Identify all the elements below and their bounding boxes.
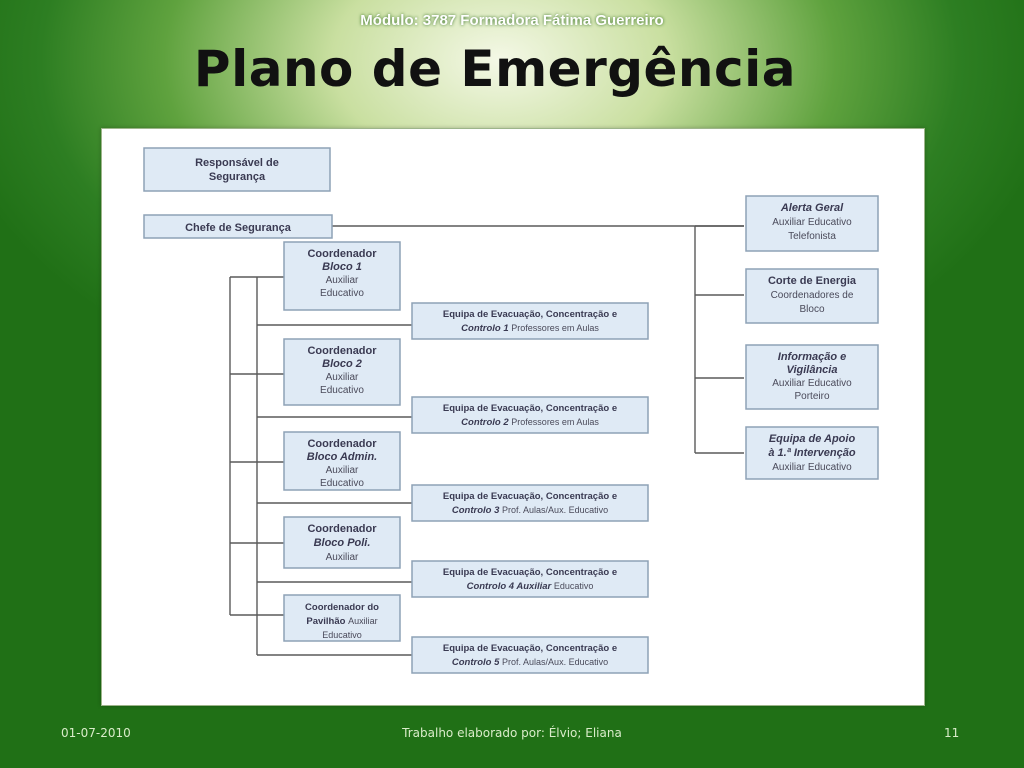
responsavel-line: Segurança: [209, 171, 266, 183]
box-funcao-4-frame: [745, 426, 879, 480]
coordenador-5-line: Educativo: [322, 630, 362, 640]
equipa-line2-part: Prof. Aulas/Aux. Educativo: [502, 657, 608, 667]
page-number: 11: [944, 726, 960, 740]
coordenador-5-line-part: Auxiliar: [348, 616, 378, 626]
box-coordenador-4-frame: [283, 516, 401, 569]
coordenador-1-line: Coordenador: [307, 248, 377, 260]
box-equipa-evacuacao-4-frame: [411, 560, 649, 598]
box-responsavel-seguranca-frame: [143, 147, 331, 192]
coordenador-1-line: Auxiliar: [326, 275, 359, 286]
equipa-line2: Controlo 1 Professores em Aulas: [461, 323, 599, 334]
coordenador-4-line: Bloco Poli.: [314, 537, 371, 549]
equipa-line1: Equipa de Evacuação, Concentração e: [443, 567, 617, 578]
funcao-2-line: Coordenadores de: [771, 290, 854, 301]
coordenador-2-line: Bloco 2: [322, 358, 362, 370]
equipa-line2-part: Controlo 1: [461, 323, 511, 334]
box-coordenador-3-frame: [283, 431, 401, 491]
equipa-line2-part: Prof. Aulas/Aux. Educativo: [502, 505, 608, 515]
equipa-line2-part: Controlo 5: [452, 657, 502, 668]
funcao-4-line: Auxiliar Educativo: [772, 462, 852, 473]
funcao-3-line: Vigilância: [787, 364, 838, 376]
funcao-3-line: Auxiliar Educativo: [772, 378, 852, 389]
box-responsavel-seguranca: Responsável de Segurança: [143, 147, 331, 192]
footer-date: 01-07-2010: [61, 726, 131, 740]
box-equipa-evacuacao-1: Equipa de Evacuação, Concentração e Contr…: [411, 302, 649, 340]
coordenador-3-line: Auxiliar: [326, 465, 359, 476]
box-equipa-evacuacao-5-frame: [411, 636, 649, 674]
coordenador-3-line: Educativo: [320, 478, 364, 489]
equipa-line2-part: Professores em Aulas: [511, 417, 599, 427]
connector-lines: [229, 225, 744, 656]
coordenador-1-line: Educativo: [320, 288, 364, 299]
equipa-line2: Controlo 5 Prof. Aulas/Aux. Educativo: [452, 657, 608, 668]
box-equipa-evacuacao-1-frame: [411, 302, 649, 340]
equipa-line2: Controlo 3 Prof. Aulas/Aux. Educativo: [452, 505, 608, 516]
equipa-line2-part: Controlo 4 Auxiliar: [467, 581, 554, 592]
coordenador-5-line: Pavilhão Auxiliar: [306, 616, 377, 627]
box-coordenador-1-frame: [283, 241, 401, 311]
coordenador-2-line: Educativo: [320, 385, 364, 396]
chefe-label: Chefe de Segurança: [185, 222, 292, 234]
box-equipa-evacuacao-2-frame: [411, 396, 649, 434]
equipa-line1: Equipa de Evacuação, Concentração e: [443, 643, 617, 654]
coordenador-4-line: Auxiliar: [326, 552, 359, 563]
equipa-line2-part: Controlo 3: [452, 505, 502, 516]
box-funcao-2-frame: [745, 268, 879, 324]
box-funcao-3-frame: [745, 344, 879, 410]
box-chefe-seguranca: Chefe de Segurança: [143, 214, 333, 239]
box-equipa-evacuacao-2: Equipa de Evacuação, Concentração e Contr…: [411, 396, 649, 434]
box-equipa-evacuacao-4: Equipa de Evacuação, Concentração e Contr…: [411, 560, 649, 598]
equipa-line2: Controlo 4 Auxiliar Educativo: [467, 581, 594, 592]
funcao-4-line: à 1.ª Intervenção: [768, 447, 856, 459]
footer-credit: Trabalho elaborado por: Élvio; Eliana: [402, 726, 622, 740]
equipa-line1: Equipa de Evacuação, Concentração e: [443, 491, 617, 502]
coordenador-2-line: Coordenador: [307, 345, 377, 357]
coordenador-1-line: Bloco 1: [322, 261, 362, 273]
funcao-1-line: Telefonista: [788, 231, 836, 242]
box-funcao-4: Equipa de Apoio à 1.ª IntervençãoAuxiliar…: [745, 426, 879, 480]
funcao-1-line: Alerta Geral: [780, 202, 844, 214]
equipa-line2-part: Professores em Aulas: [511, 323, 599, 333]
box-equipa-evacuacao-3-frame: [411, 484, 649, 522]
box-coordenador-5-frame: [283, 594, 401, 642]
box-equipa-evacuacao-3: Equipa de Evacuação, Concentração e Contr…: [411, 484, 649, 522]
funcao-3-line: Porteiro: [794, 391, 829, 402]
funcao-2-line: Corte de Energia: [768, 275, 857, 287]
responsavel-line: Responsável de: [195, 157, 279, 169]
equipa-line2: Controlo 2 Professores em Aulas: [461, 417, 599, 428]
funcao-2-line: Bloco: [799, 304, 824, 315]
module-header: Módulo: 3787 Formadora Fátima Guerreiro: [360, 12, 664, 29]
equipa-line1: Equipa de Evacuação, Concentração e: [443, 309, 617, 320]
coordenador-2-line: Auxiliar: [326, 372, 359, 383]
slide-title: Plano de Emergência: [193, 40, 797, 98]
equipa-line2-part: Controlo 2: [461, 417, 511, 428]
coordenador-3-line: Coordenador: [307, 438, 377, 450]
funcao-4-line: Equipa de Apoio: [769, 433, 856, 445]
coordenador-4-line: Coordenador: [307, 523, 377, 535]
funcao-1-line: Auxiliar Educativo: [772, 217, 852, 228]
coordenador-5-line-part: Pavilhão: [306, 616, 348, 627]
box-coordenador-2-frame: [283, 338, 401, 406]
coordenador-5-line: Coordenador do: [305, 602, 379, 613]
funcao-3-line: Informação e: [778, 351, 846, 363]
equipa-line2-part: Educativo: [554, 581, 594, 591]
box-funcao-1-frame: [745, 195, 879, 252]
coordenador-3-line: Bloco Admin.: [307, 451, 377, 463]
equipa-line1: Equipa de Evacuação, Concentração e: [443, 403, 617, 414]
box-equipa-evacuacao-5: Equipa de Evacuação, Concentração e Contr…: [411, 636, 649, 674]
box-chefe-seguranca-frame: [143, 214, 333, 239]
